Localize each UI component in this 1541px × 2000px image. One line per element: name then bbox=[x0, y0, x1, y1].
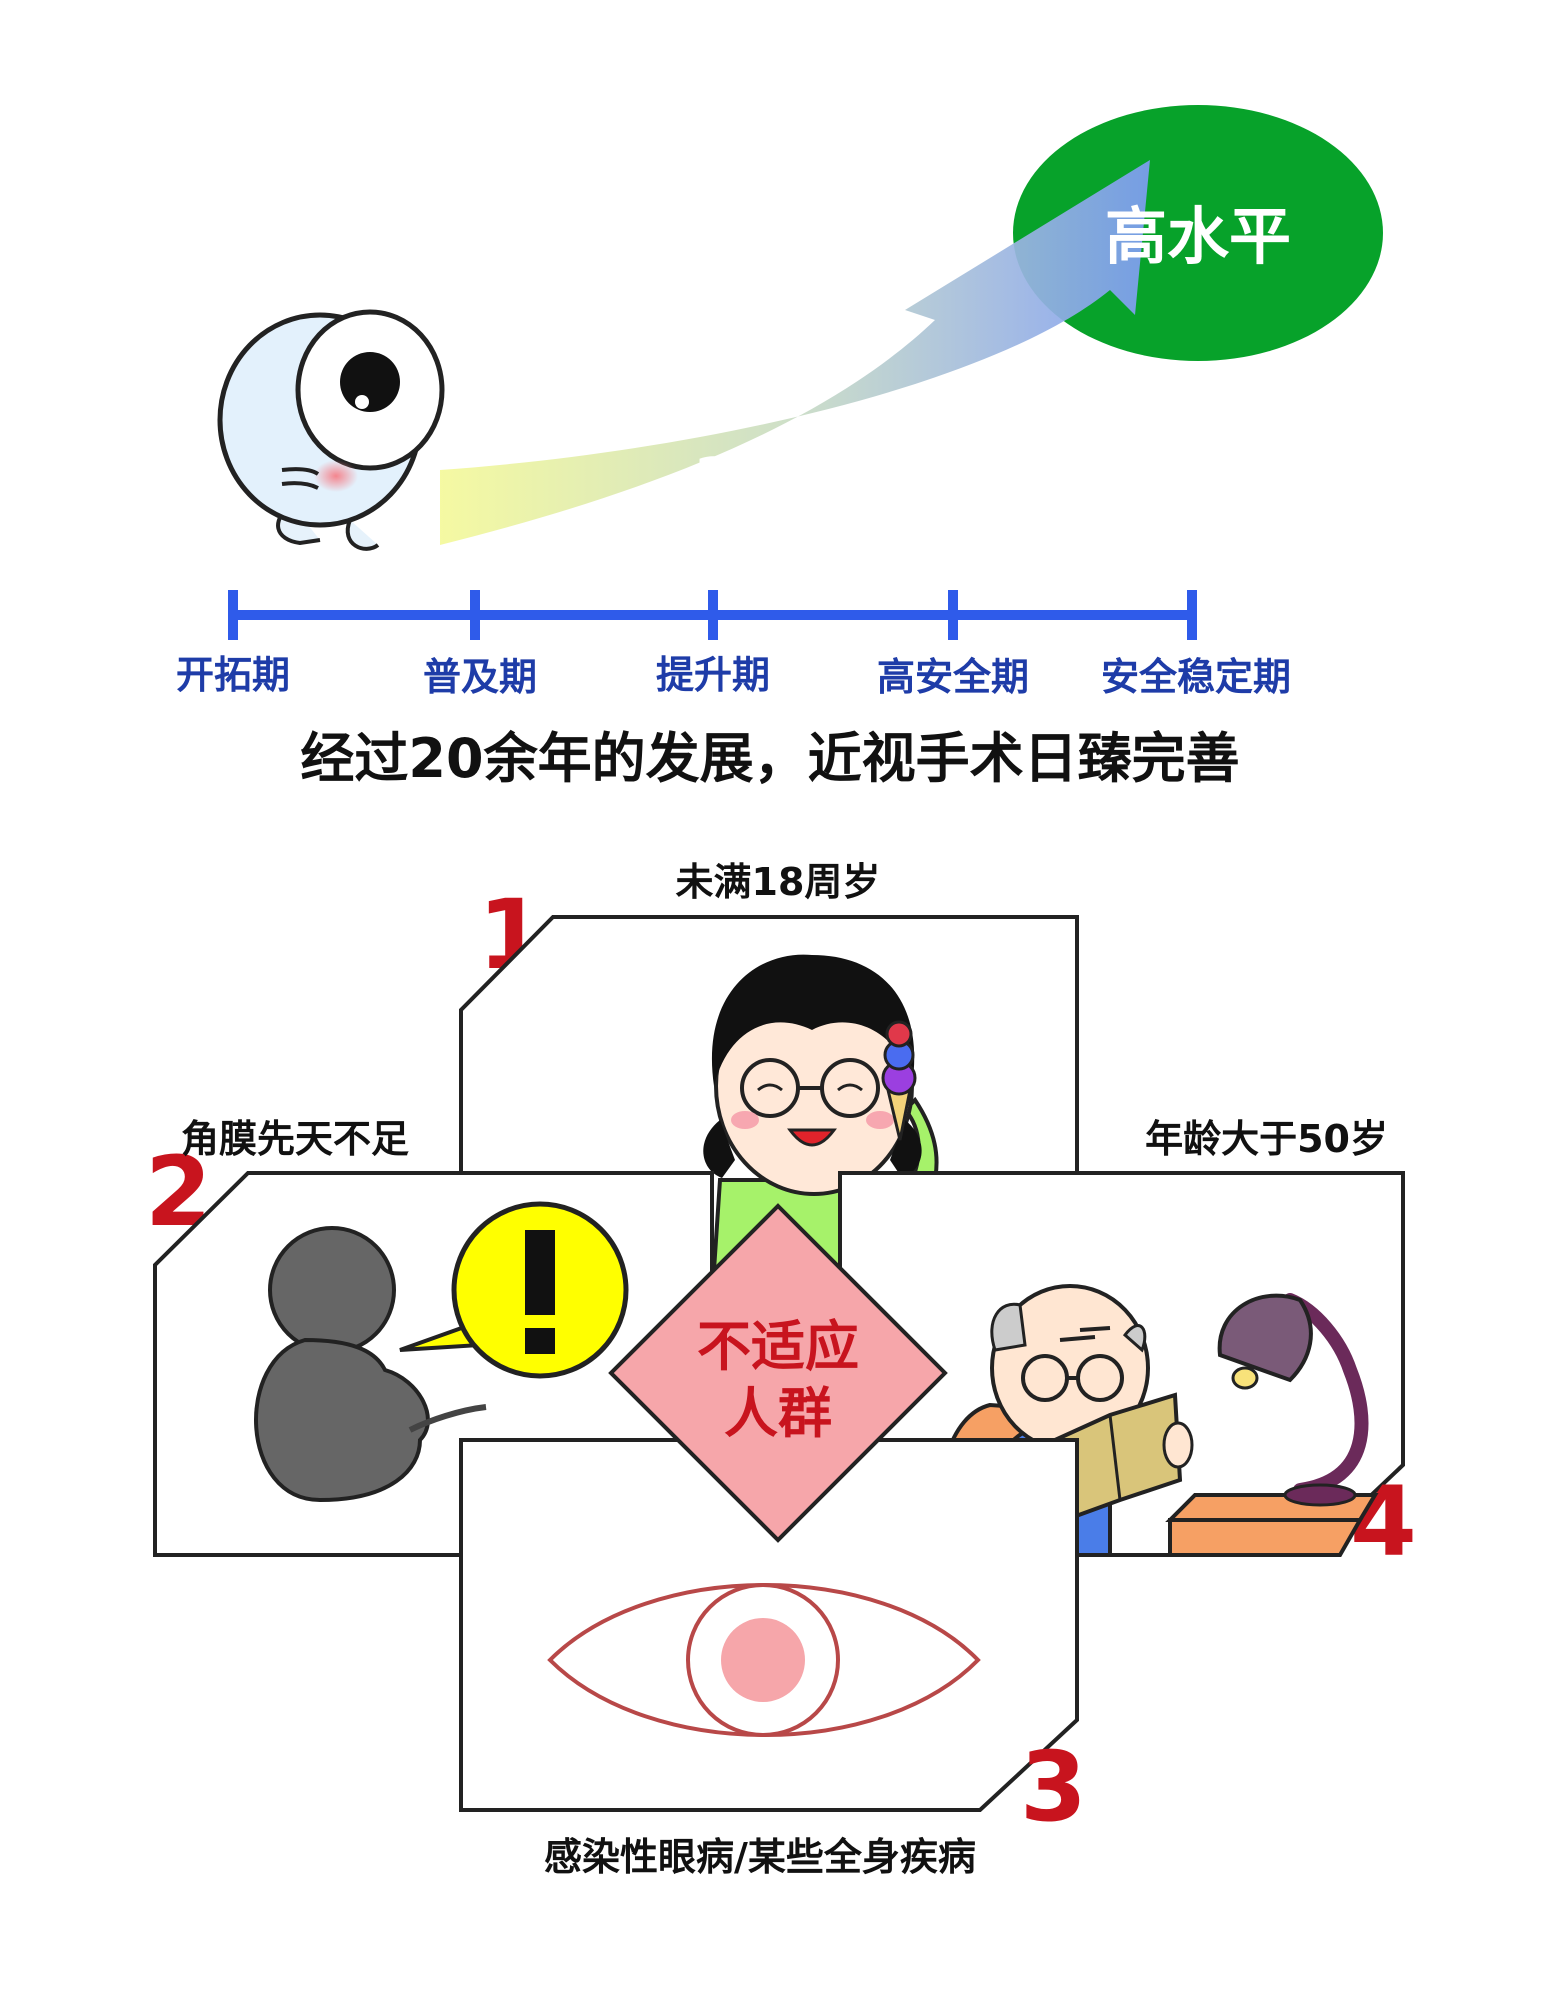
goal-label: 高水平 bbox=[1105, 200, 1291, 273]
card-1-caption: 未满18周岁 bbox=[676, 860, 881, 904]
fetus-silhouette-icon bbox=[254, 1226, 487, 1503]
not-suitable-diamond: 不适应 人群 bbox=[608, 1203, 948, 1543]
card-2-caption: 角膜先天不足 bbox=[181, 1117, 409, 1161]
diamond-label-line2: 人群 bbox=[724, 1382, 832, 1445]
desk-lamp-icon bbox=[1165, 1293, 1379, 1557]
card-3-caption: 感染性眼病/某些全身疾病 bbox=[544, 1835, 976, 1879]
card-4-caption: 年龄大于50岁 bbox=[1145, 1117, 1388, 1161]
arrow-label: 20余年 bbox=[695, 447, 885, 512]
eyeball-mascot-icon bbox=[217, 309, 445, 551]
card-3: 3 感染性眼病/某些全身疾病 bbox=[459, 1438, 1087, 1879]
headline: 经过20余年的发展，近视手术日臻完善 bbox=[300, 727, 1239, 790]
growth-arrow bbox=[440, 160, 1150, 545]
red-eye-icon bbox=[547, 1583, 981, 1737]
stage-label-3: 提升期 bbox=[656, 653, 770, 697]
stage-label-1: 开拓期 bbox=[176, 653, 290, 697]
timeline bbox=[228, 590, 1197, 640]
goal-ellipse bbox=[1013, 105, 1383, 361]
stage-label-2: 普及期 bbox=[423, 655, 537, 699]
card-3-number: 3 bbox=[1020, 1731, 1087, 1843]
stage-label-4: 高安全期 bbox=[877, 655, 1029, 699]
stage-label-5: 安全稳定期 bbox=[1101, 655, 1291, 699]
exclamation-warning-icon bbox=[399, 1201, 629, 1379]
diamond-label-line1: 不适应 bbox=[697, 1315, 859, 1378]
